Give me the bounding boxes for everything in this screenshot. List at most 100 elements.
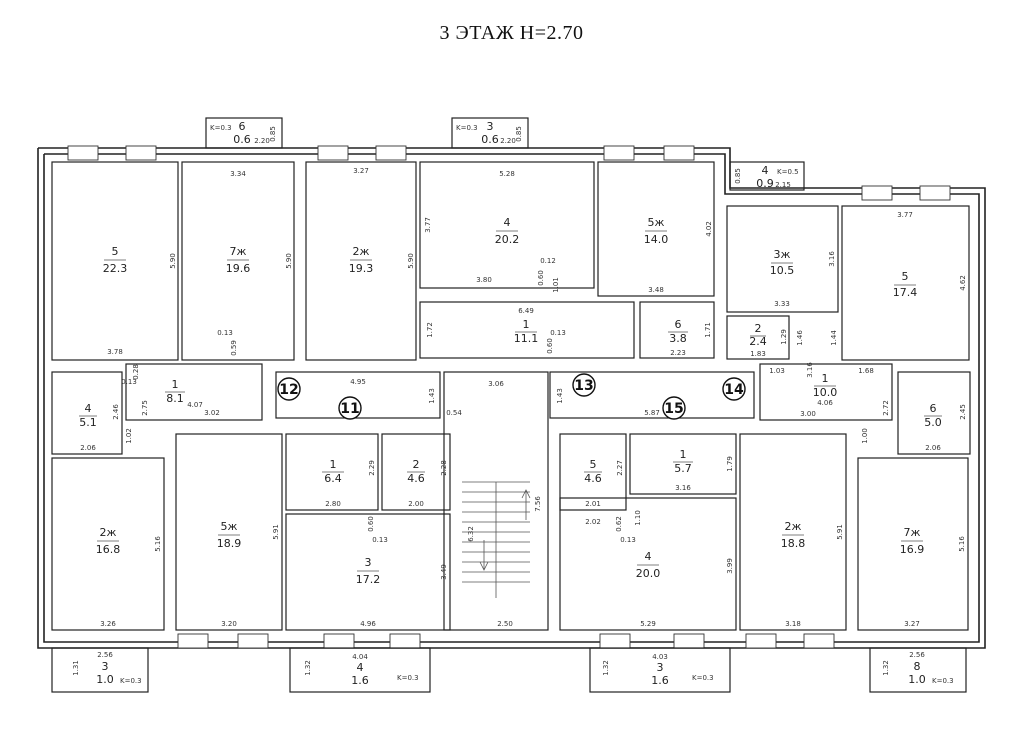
window — [603, 145, 635, 161]
room-width: 3.18 — [785, 620, 801, 628]
room-area: 17.4 — [893, 286, 918, 299]
balcony-b4: 2.56 3 1.0 K=0.3 1.31 — [72, 651, 142, 686]
room-height: 3.16 — [828, 251, 836, 267]
balcony-width: 2.56 — [97, 651, 113, 659]
room-number: 6 — [675, 318, 682, 331]
room-width: 2.06 — [925, 444, 941, 452]
room-width: 3.20 — [221, 620, 237, 628]
room-number: 7ж — [230, 245, 247, 258]
balcony-number: 3 — [487, 120, 494, 133]
room-area: 4.6 — [407, 472, 425, 485]
room-area: 3.8 — [669, 332, 687, 345]
dim-label: 2.02 — [585, 518, 601, 526]
room-area: 16.9 — [900, 543, 925, 556]
window — [745, 633, 777, 649]
balcony-area: 0.6 — [233, 133, 251, 146]
balcony-b3: 4 K=0.5 0.9 2.15 0.85 — [734, 164, 799, 190]
marker-14: 14 — [722, 377, 746, 401]
room-r12: 4 5.1 2.06 2.46 — [79, 402, 120, 452]
balcony-number: 3 — [102, 660, 109, 673]
room-width: 3.27 — [904, 620, 920, 628]
room-height: 5.91 — [836, 524, 844, 540]
dim-label: 6.32 — [467, 526, 475, 542]
balcony-depth: 1.31 — [72, 660, 80, 676]
dim-label: 1.43 — [428, 388, 436, 404]
dim-label: 3.80 — [476, 276, 492, 284]
window — [803, 633, 835, 649]
room-area: 20.2 — [495, 233, 520, 246]
room-r3: 2ж 19.3 3.27 5.90 — [349, 167, 415, 275]
room-width: 3.34 — [230, 170, 246, 178]
dim-label: 1.00 — [861, 428, 869, 444]
marker-15: 15 — [662, 396, 686, 420]
balcony-width: 2.15 — [775, 181, 791, 189]
room-r7: 5 17.4 3.77 4.62 — [893, 211, 967, 299]
dim-label: 0.62 — [615, 516, 623, 532]
room-width: 2.23 — [670, 349, 686, 357]
svg-text:15: 15 — [664, 401, 683, 417]
room-height: 2.75 — [141, 400, 149, 416]
dim-label: 0.28 — [132, 364, 140, 380]
room-height: 2.27 — [616, 460, 624, 476]
room-width: 3.26 — [100, 620, 116, 628]
room-r8: 1 11.1 6.49 1.72 — [426, 307, 538, 345]
window — [323, 633, 355, 649]
room-area: 16.8 — [96, 543, 121, 556]
balcony-b5: 4.04 4 1.6 K=0.3 1.32 — [304, 653, 419, 687]
room-number: 6 — [930, 402, 937, 415]
room-number: 5ж — [648, 216, 665, 229]
room-width: 2.80 — [325, 500, 341, 508]
room-height: 4.62 — [959, 275, 967, 291]
room-area: 5.1 — [79, 416, 97, 429]
room-number: 4 — [645, 550, 652, 563]
room-r17: 5 4.6 2.01 2.27 — [584, 458, 624, 508]
dim-label: 1.01 — [552, 277, 560, 293]
balcony-number: 4 — [762, 164, 769, 177]
dim-label: 2.50 — [497, 620, 513, 628]
dim-label: 1.68 — [858, 367, 874, 375]
room-number: 2 — [413, 458, 420, 471]
room-number: 1 — [172, 378, 179, 391]
balcony-coefficient: K=0.3 — [692, 674, 714, 682]
room-area: 18.9 — [217, 537, 242, 550]
room-width: 3.48 — [648, 286, 664, 294]
room-width: 6.49 — [518, 307, 534, 315]
window — [673, 633, 705, 649]
window — [663, 145, 695, 161]
room-height: 2.45 — [959, 404, 967, 420]
room-area: 14.0 — [644, 233, 669, 246]
balcony-number: 4 — [357, 661, 364, 674]
room-number: 1 — [523, 318, 530, 331]
room-r19: 2ж 16.8 3.26 5.16 — [96, 526, 162, 628]
room-r22: 4 20.0 5.29 3.99 — [636, 550, 734, 628]
dim-label: 0.12 — [540, 257, 556, 265]
room-height: 2.72 — [882, 400, 890, 416]
room-r1: 5 22.3 3.78 5.90 — [103, 245, 177, 356]
window — [67, 145, 99, 161]
room-area: 10.5 — [770, 264, 795, 277]
room-r13: 1 10.0 4.06 2.72 — [813, 372, 890, 416]
room-height: 5.90 — [285, 253, 293, 269]
balcony-depth: 1.32 — [602, 660, 610, 676]
room-width: 4.06 — [817, 399, 833, 407]
balcony-number: 3 — [657, 661, 664, 674]
window — [919, 185, 951, 201]
room-number: 4 — [504, 216, 511, 229]
windows — [67, 145, 951, 649]
room-width: 5.29 — [640, 620, 656, 628]
room-r11: 1 8.1 4.07 2.75 — [141, 378, 203, 416]
plan-title: 3 ЭТАЖ H=2.70 — [439, 22, 584, 44]
room-height: 3.77 — [424, 217, 432, 233]
window — [237, 633, 269, 649]
dim-label: 0.13 — [620, 536, 636, 544]
room-height: 5.91 — [272, 524, 280, 540]
balcony-depth: 0.85 — [269, 126, 277, 142]
dim-label: 1.44 — [830, 330, 838, 346]
room-height: 2.28 — [440, 460, 448, 476]
room-number: 7ж — [904, 526, 921, 539]
balcony-coefficient: K=0.3 — [120, 677, 142, 685]
balcony-area: 0.6 — [481, 133, 499, 146]
dim-label: 0.13 — [372, 536, 388, 544]
balcony-coefficient: K=0.3 — [397, 674, 419, 682]
